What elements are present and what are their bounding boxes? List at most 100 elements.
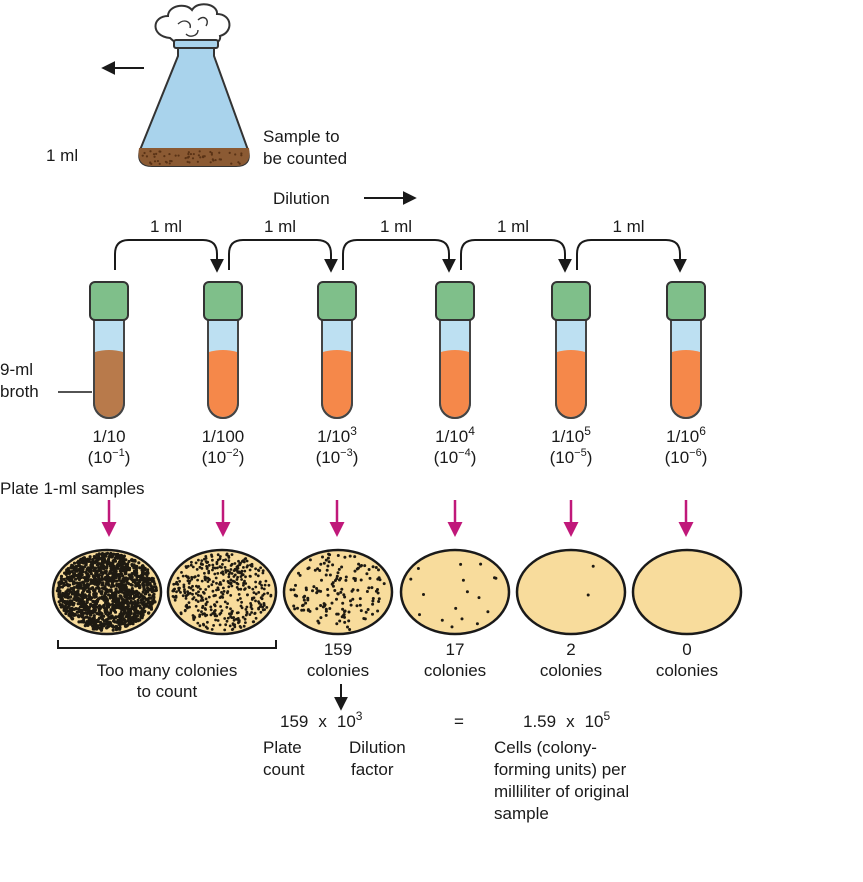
- colony: [184, 597, 188, 600]
- colony: [125, 580, 129, 584]
- colony: [306, 598, 310, 602]
- broth-label-line2: broth: [0, 382, 39, 401]
- colony: [209, 613, 213, 617]
- colony: [213, 572, 217, 576]
- calc-dilution-label-line2: factor: [351, 760, 394, 779]
- colony: [153, 582, 157, 586]
- colony: [147, 611, 151, 615]
- petri-plate: [399, 548, 511, 636]
- colony: [326, 588, 330, 591]
- colony: [371, 565, 375, 569]
- colony: [114, 587, 118, 591]
- colony: [237, 593, 241, 596]
- colony: [85, 607, 89, 611]
- colony: [371, 599, 375, 603]
- colony: [91, 599, 95, 604]
- colony: [213, 594, 216, 597]
- colony: [196, 609, 200, 612]
- colony: [103, 593, 107, 598]
- colony: [266, 591, 270, 595]
- colony: [247, 585, 251, 589]
- colony: [68, 595, 72, 599]
- colony: [194, 604, 198, 608]
- colony: [120, 597, 124, 601]
- colony: [109, 568, 113, 572]
- petri-plate: [166, 548, 278, 636]
- colony: [108, 596, 112, 600]
- colony: [186, 579, 190, 583]
- colony: [139, 578, 143, 582]
- colony: [133, 600, 137, 604]
- colony: [306, 567, 310, 571]
- colony: [66, 584, 70, 588]
- colony: [97, 566, 101, 570]
- colony: [196, 600, 200, 603]
- colony: [312, 585, 316, 589]
- colony: [269, 593, 273, 597]
- petri-plate: [515, 548, 627, 636]
- colony: [315, 587, 319, 590]
- colony: [207, 595, 211, 599]
- colony: [248, 568, 252, 572]
- colony: [114, 576, 118, 580]
- colony: [107, 583, 111, 587]
- dilution-power: (10−1): [88, 447, 131, 467]
- colony: [348, 554, 352, 558]
- colony: [316, 567, 320, 571]
- colony: [203, 607, 207, 610]
- colony: [229, 615, 233, 618]
- colony: [180, 571, 183, 574]
- colony: [130, 588, 134, 593]
- colony: [100, 590, 104, 594]
- colony: [244, 575, 247, 579]
- colony: [229, 594, 233, 597]
- colony: [207, 569, 211, 573]
- colony: [117, 622, 121, 626]
- colony: [135, 590, 139, 594]
- colony: [148, 581, 152, 586]
- colony: [92, 625, 96, 629]
- colony: [110, 614, 114, 618]
- colony: [226, 591, 229, 595]
- colony: [348, 628, 352, 631]
- colony: [261, 569, 265, 573]
- colony: [374, 589, 378, 593]
- colony: [123, 623, 127, 627]
- colony: [227, 559, 231, 563]
- colony: [591, 564, 595, 568]
- colony: [111, 628, 115, 632]
- calc-plate-label-line2: count: [263, 760, 305, 779]
- colony: [349, 603, 353, 607]
- colony: [221, 596, 225, 599]
- colony: [261, 605, 264, 609]
- colony: [335, 597, 338, 601]
- colony: [76, 614, 80, 618]
- colony: [267, 583, 271, 587]
- colony: [204, 597, 208, 601]
- colony: [107, 561, 111, 565]
- colony: [336, 571, 340, 575]
- colony: [326, 564, 330, 568]
- colony: [198, 615, 202, 618]
- colony: [149, 596, 153, 600]
- colony: [139, 606, 143, 610]
- colony: [118, 619, 122, 623]
- colony: [124, 571, 128, 576]
- colony: [131, 580, 135, 584]
- colony: [136, 581, 140, 585]
- colony: [209, 605, 213, 609]
- colony: [352, 576, 356, 580]
- colony: [108, 564, 112, 568]
- colony: [112, 599, 116, 603]
- colony: [382, 582, 386, 586]
- colony: [119, 569, 123, 573]
- colony: [244, 608, 248, 611]
- colony: [341, 601, 345, 605]
- colony: [137, 611, 141, 615]
- colony: [221, 570, 225, 574]
- colony: [69, 602, 73, 606]
- colony: [461, 578, 465, 582]
- colony: [237, 619, 241, 622]
- colony: [238, 562, 242, 566]
- colony: [113, 610, 118, 614]
